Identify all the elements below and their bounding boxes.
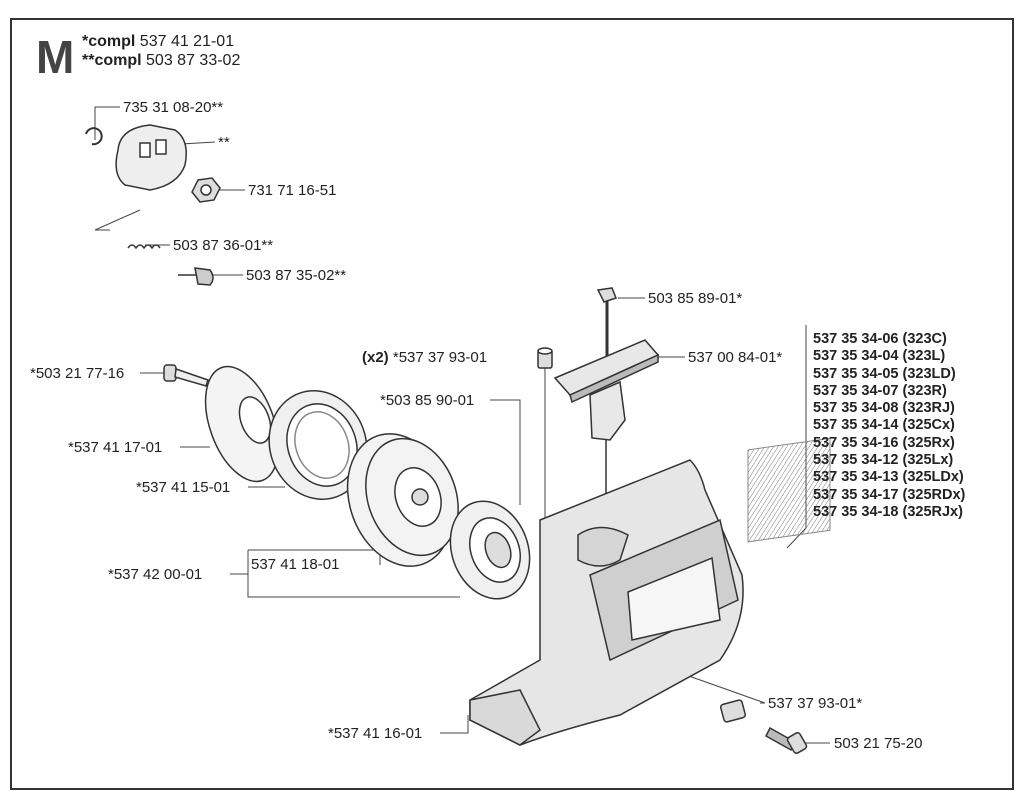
part-label: 537 37 93-01* [768,695,863,712]
part-label: 731 71 16-51 [248,182,337,199]
starter-housing-icon [469,459,744,746]
bearing-icon [449,500,531,600]
part-label: 503 87 35-02** [246,267,347,284]
circlip-icon [85,127,103,146]
pawl-carrier-icon [115,124,187,191]
spring-icon [127,244,161,250]
part-label: 503 21 75-20 [834,735,923,752]
part-label: *537 42 00-01 [108,566,203,583]
housing-variant: 537 35 34-18 (325RJx) [813,503,963,520]
part-label: 537 41 18-01 [251,556,340,573]
part-label: *503 21 77-16 [30,365,125,382]
screw-bottom-icon [765,726,808,754]
housing-variant: 537 35 34-17 (325RDx) [813,486,966,503]
compl-2-prefix: **compl [82,52,142,69]
housing-variant: 537 35 34-08 (323RJ) [813,400,955,417]
starter-handle-icon [553,287,660,530]
bushing-bottom-icon [719,699,747,723]
part-label: 503 87 36-01** [173,237,274,254]
diagram-frame [10,18,1014,790]
section-letter: M [36,31,74,83]
housing-variant-list: 537 35 34-06 (323C) 537 35 34-04 (323L) … [813,331,965,521]
recoil-spring-icon [268,390,368,500]
part-label: 537 00 84-01* [688,349,783,366]
housing-variant: 537 35 34-13 (325LDx) [813,469,964,486]
part-label: *503 85 90-01 [380,392,475,409]
part-number: *537 37 93-01 [392,349,488,366]
housing-variant: 537 35 34-04 (323L) [813,348,946,365]
bushing-top-icon [537,347,553,369]
housing-variant: 537 35 34-14 (325Cx) [813,417,955,434]
housing-variant: 537 35 34-07 (323R) [813,382,947,399]
rope-pulley-icon [346,433,459,567]
housing-variant: 537 35 34-05 (323LD) [813,365,956,382]
compl-1: *compl 537 41 21-01 [82,33,234,51]
housing-variant: 537 35 34-12 (325Lx) [813,452,954,469]
part-label: *537 41 15-01 [136,479,231,496]
nut-icon [191,177,221,203]
compl-1-prefix: *compl [82,33,136,50]
part-label: *537 41 17-01 [68,439,163,456]
decal-icon [747,437,831,543]
part-label: 503 85 89-01* [648,290,743,307]
compl-1-number: 537 41 21-01 [139,33,235,50]
compl-2: **compl 503 87 33-02 [82,52,240,70]
part-label: (x2) *537 37 93-01 [362,349,487,366]
part-label: *537 41 16-01 [328,725,423,742]
pawl-icon [178,267,214,286]
part-label: 735 31 08-20** [123,99,224,116]
cover-disk-icon [204,365,280,483]
compl-2-number: 503 87 33-02 [146,52,241,69]
housing-variant: 537 35 34-16 (325Rx) [813,434,955,451]
part-label: ** [218,134,230,151]
screw-left-icon [163,364,209,387]
housing-variant: 537 35 34-06 (323C) [813,331,947,347]
quantity-prefix: (x2) [362,349,389,366]
